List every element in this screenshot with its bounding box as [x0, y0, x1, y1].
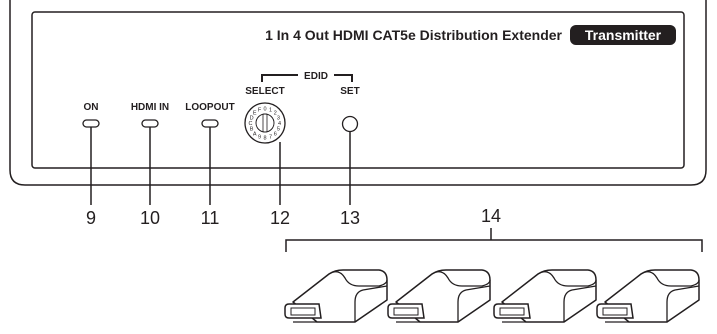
dial-digit-E: E [253, 111, 257, 117]
dial-digit-F: F [258, 108, 262, 114]
hdmi-in-led [141, 119, 159, 128]
loopout-label: LOOPOUT [185, 102, 234, 113]
dial-digit-4: 4 [278, 121, 281, 127]
hdmi-in-label: HDMI IN [131, 102, 169, 113]
outputs-bracket [285, 239, 703, 252]
hdmi-output-connector-4 [596, 269, 700, 323]
front-panel [31, 11, 685, 169]
on-label: ON [84, 102, 99, 113]
callout-13: 13 [340, 208, 360, 228]
callout-10: 10 [140, 208, 160, 228]
enclosure-outline [9, 0, 707, 186]
dial-digit-7: 7 [269, 134, 272, 140]
edid-bracket [261, 74, 353, 82]
dial-digit-D: D [250, 116, 254, 122]
dial-digit-6: 6 [274, 131, 277, 137]
dial-digit-1: 1 [269, 108, 272, 114]
hdmi-output-connector-1 [284, 269, 388, 323]
dial-digit-3: 3 [277, 116, 280, 122]
callout-11: 11 [201, 208, 220, 228]
dial-digit-9: 9 [258, 134, 261, 140]
dial-digit-0: 0 [263, 107, 266, 113]
callout-leaders [90, 127, 492, 240]
dial-digit-2: 2 [274, 111, 277, 117]
dial-digit-8: 8 [263, 136, 266, 142]
loopout-led [201, 119, 219, 128]
set-button[interactable] [341, 115, 359, 133]
dial-digit-B: B [250, 127, 254, 133]
dial-digit-5: 5 [277, 127, 280, 133]
dial-digit-A: A [253, 131, 257, 137]
edid-label: EDID [304, 71, 328, 82]
select-label: SELECT [245, 86, 284, 97]
hdmi-output-connector-2 [387, 269, 491, 323]
callout-12: 12 [270, 208, 290, 228]
transmitter-badge-bg [570, 25, 676, 45]
callout-9: 9 [86, 208, 96, 228]
set-label: SET [340, 86, 359, 97]
on-led [82, 119, 100, 128]
panel-title: 1 In 4 Out HDMI CAT5e Distribution Exten… [265, 27, 562, 43]
callout-14: 14 [481, 206, 501, 226]
hdmi-output-connector-3 [493, 269, 597, 323]
dial-digit-C: C [249, 121, 253, 127]
transmitter-badge: Transmitter [585, 27, 662, 43]
